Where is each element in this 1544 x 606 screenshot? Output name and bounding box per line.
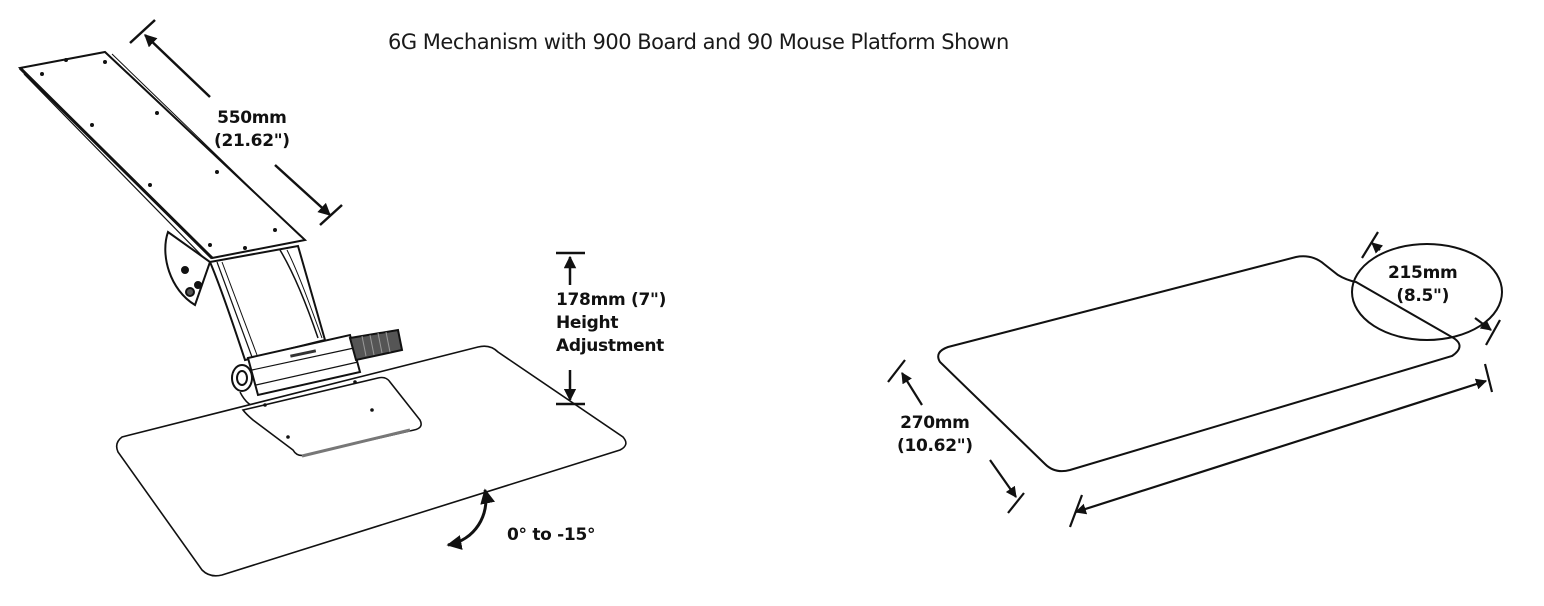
board-length-label: 550mm (21.62") (214, 107, 290, 153)
height-value: 178mm (7") (556, 290, 667, 310)
corner-detail-label: 215mm (8.5") (1388, 262, 1458, 308)
platform-length-dimension-line (1068, 363, 1494, 528)
height-line2: Height (556, 313, 619, 333)
corner-mm: 215mm (1388, 263, 1458, 283)
corner-inch: (8.5") (1396, 286, 1450, 306)
height-adjustment-label: 178mm (7") Height Adjustment (556, 289, 666, 358)
depth-label: 270mm (10.62") (897, 412, 973, 458)
depth-dimension-line (887, 359, 1025, 514)
tilt-range-label: 0° to -15° (507, 525, 596, 545)
depth-inch: (10.62") (897, 436, 973, 456)
keyboard-board (17, 50, 308, 263)
page-title: 6G Mechanism with 900 Board and 90 Mouse… (388, 30, 1009, 54)
corner-dimension-line (1361, 231, 1501, 346)
tilt-arc-arrow (446, 488, 495, 550)
length-dimension-line (129, 19, 343, 226)
height-line3: Adjustment (556, 336, 664, 356)
mechanism-arm (164, 230, 404, 408)
corner-detail-callout (1351, 243, 1503, 341)
board-length-inch: (21.62") (214, 131, 290, 151)
mouse-platform (937, 243, 1503, 473)
keyboard-platform (115, 345, 627, 577)
height-dimension-line (556, 251, 585, 406)
board-length-mm: 550mm (217, 108, 287, 128)
depth-mm: 270mm (900, 413, 970, 433)
